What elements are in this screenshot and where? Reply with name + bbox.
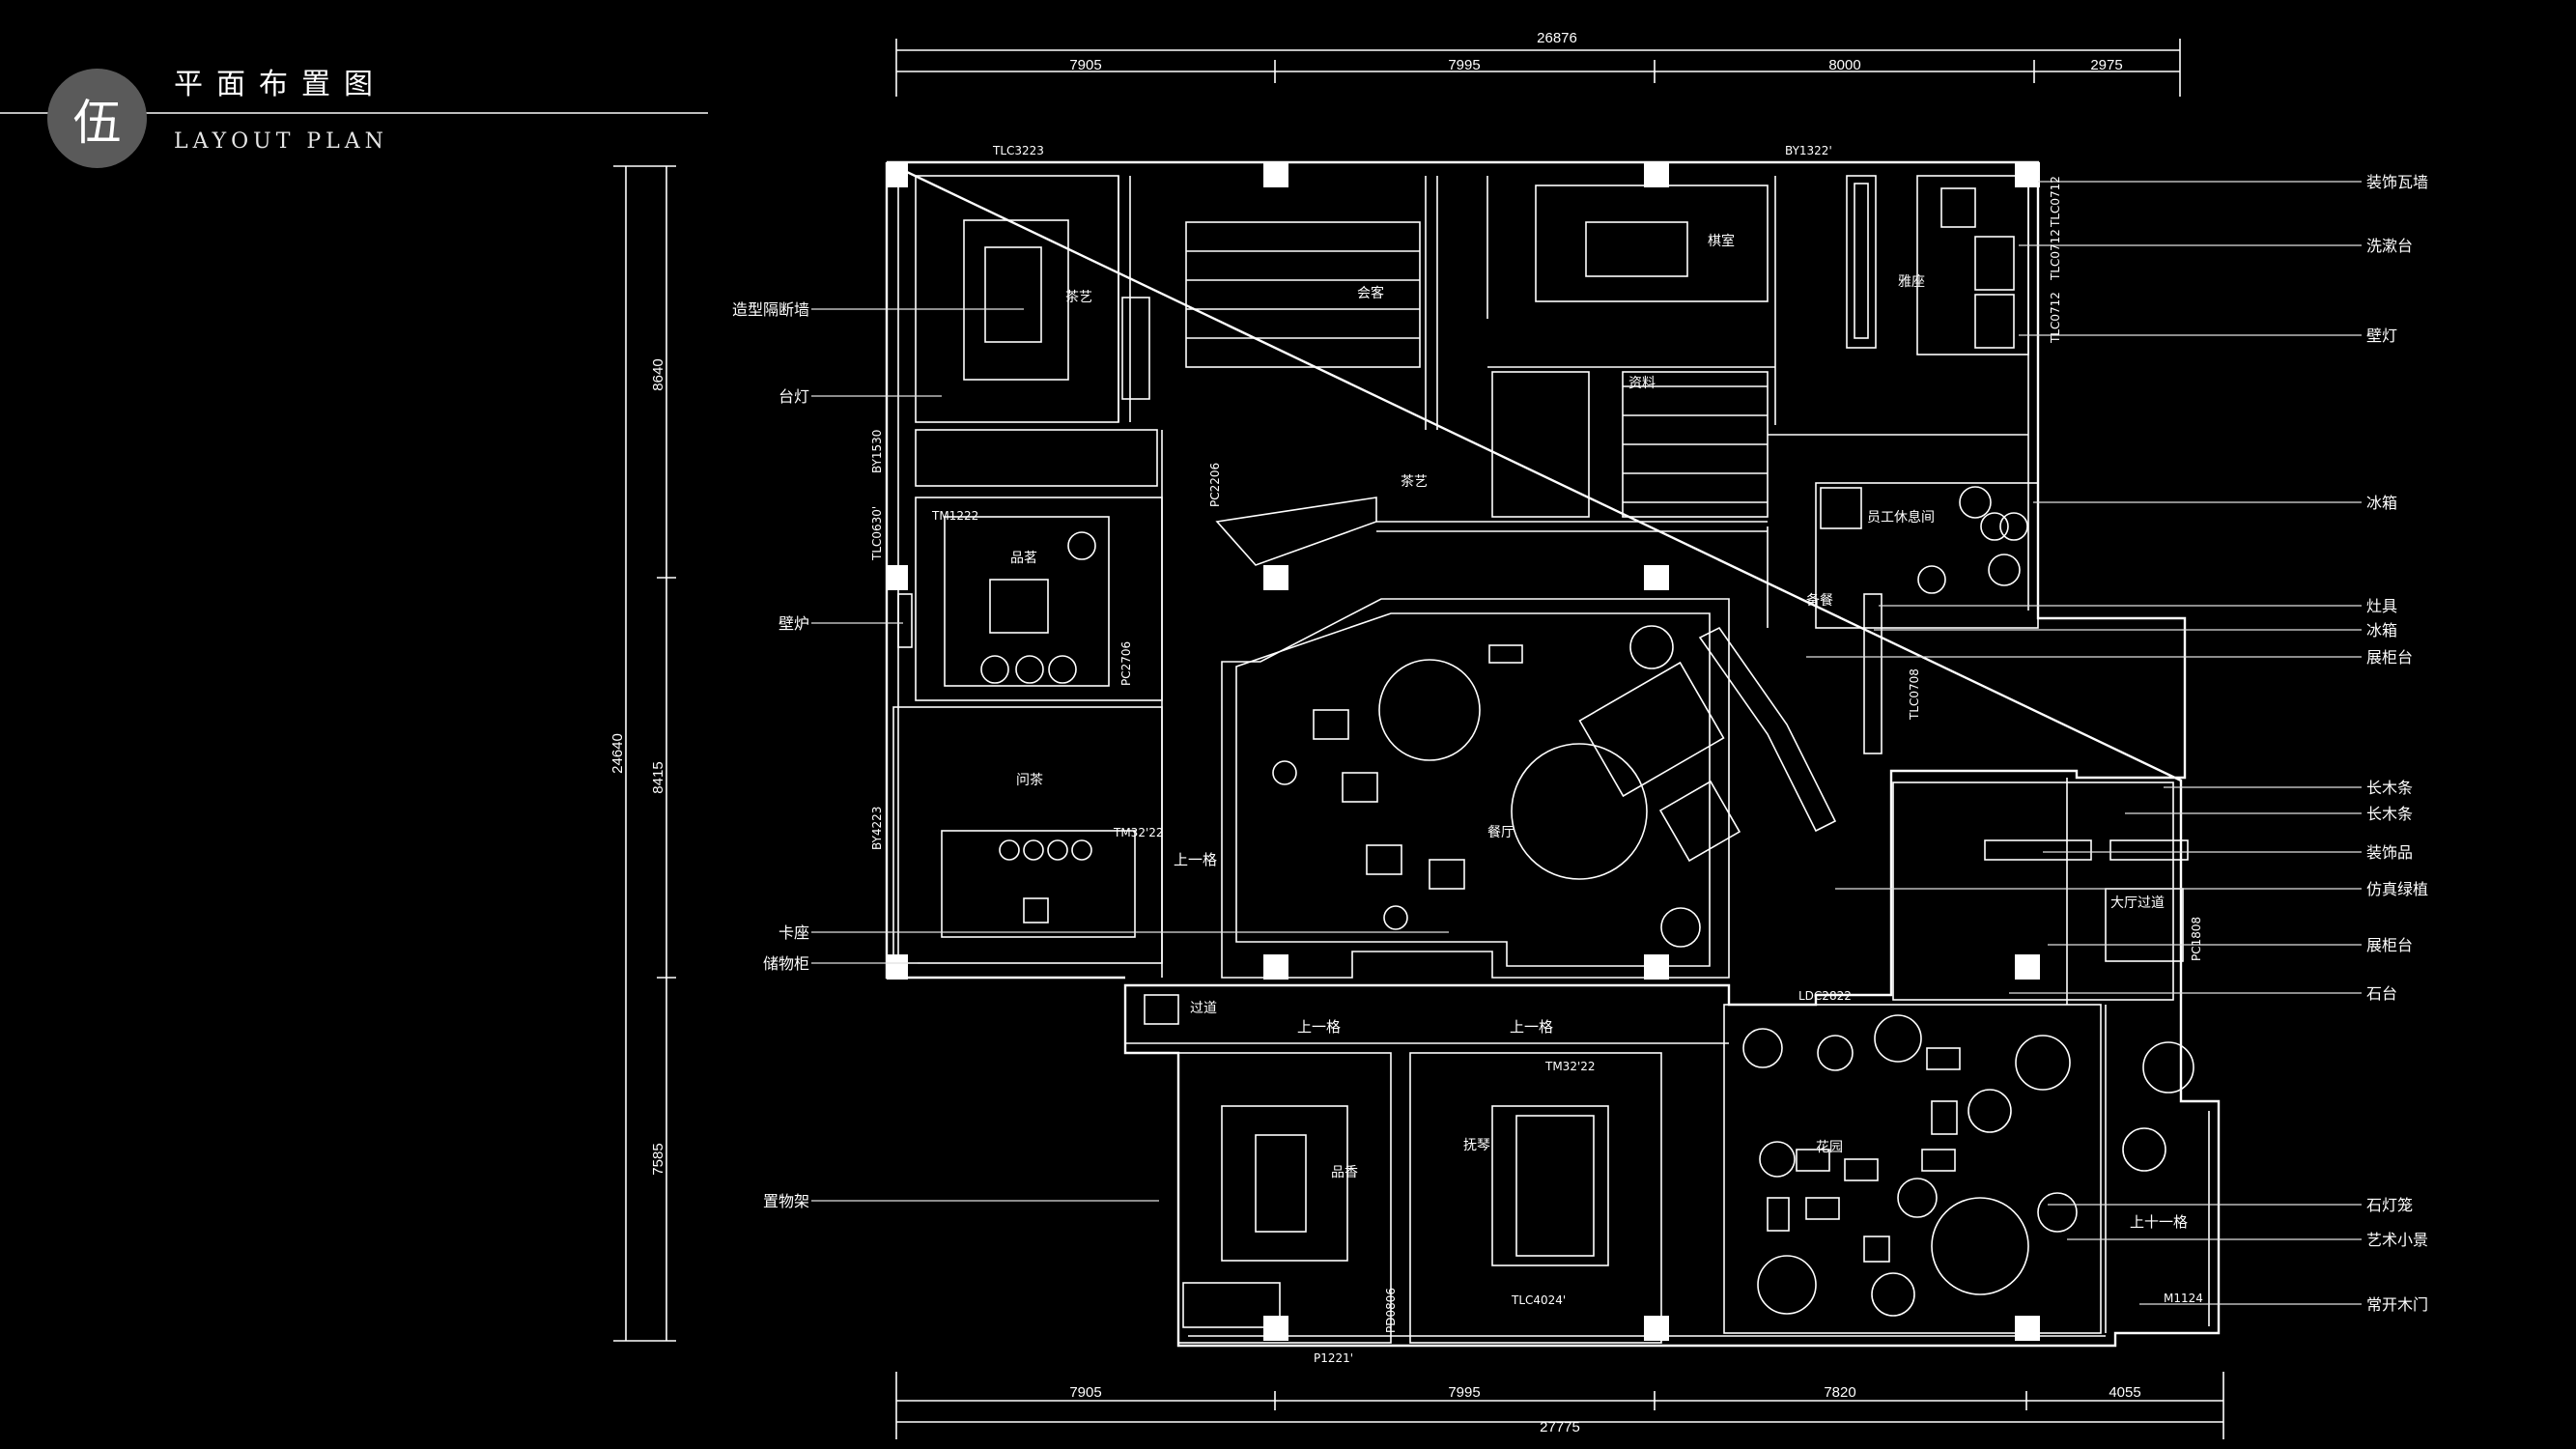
opening-code: BY1322' xyxy=(1785,144,1832,157)
opening-code: TLC0630' xyxy=(870,506,884,561)
callout-right: 石台 xyxy=(2366,984,2397,1003)
opening-code: PC1808 xyxy=(2190,917,2203,961)
step-label: 上一格 xyxy=(1510,1018,1553,1036)
callout-right: 长木条 xyxy=(2366,805,2413,823)
room-label: 资料 xyxy=(1628,376,1656,391)
opening-code: TLC0712 xyxy=(2049,176,2062,228)
page-subtitle: LAYOUT PLAN xyxy=(174,129,388,154)
step-label: 上十一格 xyxy=(2130,1213,2188,1231)
callout-right: 展柜台 xyxy=(2366,936,2413,954)
step-label: 上一格 xyxy=(1297,1018,1341,1036)
opening-code: LDC2822 xyxy=(1798,989,1852,1003)
callout-left: 造型隔断墙 xyxy=(732,300,809,319)
opening-code: PD0806 xyxy=(1384,1288,1398,1333)
room-label: 雅座 xyxy=(1898,274,1925,290)
callout-left: 卡座 xyxy=(778,923,809,942)
dim-top-segment: 7995 xyxy=(1448,57,1480,73)
room-label: 抚琴 xyxy=(1463,1138,1490,1153)
dim-bottom-segment: 7820 xyxy=(1824,1384,1855,1401)
section-number: 伍 xyxy=(72,94,122,151)
opening-code: PC2706 xyxy=(1119,641,1133,686)
dim-left-segment: 8640 xyxy=(650,358,666,390)
callout-right: 艺术小景 xyxy=(2366,1231,2428,1249)
dim-bottom-total: 27775 xyxy=(1540,1419,1580,1435)
opening-code: TLC0708 xyxy=(1908,668,1921,721)
callout-left: 壁炉 xyxy=(778,614,809,633)
dim-bottom-segment: 4055 xyxy=(2109,1384,2140,1401)
callout-left: 储物柜 xyxy=(763,954,809,973)
callout-right: 仿真绿植 xyxy=(2366,880,2428,898)
step-label: 上一格 xyxy=(1174,851,1217,868)
callout-left: 置物架 xyxy=(763,1192,809,1210)
page-title: 平面布置图 xyxy=(174,68,386,101)
dim-top-segment: 2975 xyxy=(2090,57,2122,73)
room-label: 备餐 xyxy=(1806,592,1833,609)
room-label: 品香 xyxy=(1331,1165,1358,1180)
dim-bottom-segment: 7905 xyxy=(1069,1384,1101,1401)
callout-right: 灶具 xyxy=(2366,597,2397,615)
room-label: 餐厅 xyxy=(1487,825,1514,840)
callout-right: 壁灯 xyxy=(2366,327,2397,345)
room-label: 花园 xyxy=(1816,1140,1843,1155)
callout-left: 台灯 xyxy=(778,387,809,406)
room-label: 员工休息间 xyxy=(1867,509,1935,526)
opening-code: TLC4024' xyxy=(1511,1293,1566,1307)
room-label: 茶艺 xyxy=(1065,290,1092,305)
dim-left-segment: 7585 xyxy=(650,1143,666,1175)
dim-left-segment: 8415 xyxy=(650,761,666,793)
opening-code: TLC0712 xyxy=(2049,229,2062,281)
opening-code: TLC0712 xyxy=(2049,292,2062,344)
room-label: 问茶 xyxy=(1016,773,1043,788)
opening-code: PC2206 xyxy=(1208,463,1222,507)
dim-top-total: 26876 xyxy=(1537,30,1577,46)
callout-right: 石灯笼 xyxy=(2366,1196,2413,1214)
room-label: 棋室 xyxy=(1708,233,1735,249)
header-rule xyxy=(0,112,708,114)
callout-right: 冰箱 xyxy=(2366,621,2397,639)
room-label: 品茗 xyxy=(1010,551,1037,566)
callout-right: 展柜台 xyxy=(2366,648,2413,667)
opening-code: BY4223 xyxy=(870,807,884,850)
opening-code: P1221' xyxy=(1314,1351,1353,1365)
opening-code: TM32'22 xyxy=(1113,826,1164,839)
opening-code: BY1530 xyxy=(870,430,884,473)
opening-code: M1124 xyxy=(2164,1292,2203,1305)
dim-bottom-segment: 7995 xyxy=(1448,1384,1480,1401)
section-number-badge: 伍 xyxy=(47,69,147,168)
dim-left-total: 24640 xyxy=(609,733,626,774)
opening-code: TLC3223 xyxy=(992,144,1044,157)
opening-code: TM32'22 xyxy=(1544,1060,1596,1073)
callout-right: 装饰瓦墙 xyxy=(2366,173,2428,191)
room-label: 大厅过道 xyxy=(2110,895,2165,911)
opening-code: TM1222 xyxy=(931,509,978,523)
room-label: 茶艺 xyxy=(1401,474,1428,490)
room-label: 过道 xyxy=(1190,1001,1217,1016)
callout-right: 长木条 xyxy=(2366,779,2413,797)
dim-top-segment: 8000 xyxy=(1828,57,1860,73)
callout-right: 洗漱台 xyxy=(2366,237,2413,255)
callout-right: 冰箱 xyxy=(2366,494,2397,512)
callout-right: 装饰品 xyxy=(2366,843,2413,862)
callout-right: 常开木门 xyxy=(2366,1295,2428,1314)
dim-top-segment: 7905 xyxy=(1069,57,1101,73)
room-label: 会客 xyxy=(1357,285,1384,301)
